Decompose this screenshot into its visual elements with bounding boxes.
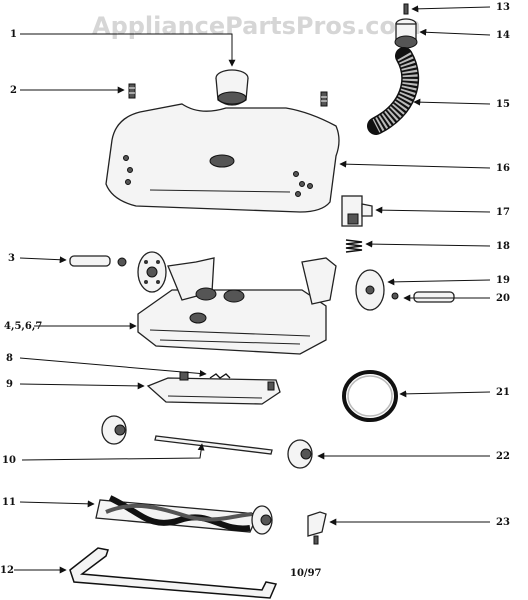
callout-11: 11	[2, 497, 16, 508]
part-2-screw	[128, 83, 136, 99]
callout-3: 3	[8, 253, 15, 264]
part-11-brushroll	[95, 495, 273, 535]
part-19-wheel	[355, 269, 385, 311]
part-23-bracket	[307, 511, 327, 545]
callout-12: 12	[0, 565, 14, 576]
part-22-wheel-right	[287, 439, 313, 469]
part-3-pin	[69, 255, 111, 267]
part-16-hood	[105, 103, 340, 213]
callout-4-7: 4,5,6,7	[4, 321, 42, 332]
watermark-text: AppliancePartsPros.com	[92, 12, 421, 40]
callout-9: 9	[6, 379, 13, 390]
callout-20: 20	[496, 293, 510, 304]
part-14-coupling	[394, 18, 418, 49]
part-clip-left	[117, 257, 127, 267]
part-21-belt	[342, 370, 398, 422]
date-code: 10/97	[290, 568, 322, 579]
part-15-hose	[367, 47, 420, 135]
callout-14: 14	[496, 30, 510, 41]
callout-18: 18	[496, 241, 510, 252]
callout-16: 16	[496, 163, 510, 174]
part-8-spring	[209, 373, 231, 379]
part-18-spring	[345, 239, 363, 253]
callout-labels: 1 2 3 4,5,6,7 8 9 10 11 12 13 14 15 16 1…	[0, 2, 510, 576]
callout-8: 8	[6, 353, 13, 364]
part-17-valve	[341, 195, 373, 227]
part-9-plate	[146, 371, 281, 405]
callout-22: 22	[496, 451, 510, 462]
leader-lines	[14, 5, 491, 574]
callout-10: 10	[2, 455, 16, 466]
callout-19: 19	[496, 275, 510, 286]
part-hood-screw	[320, 91, 328, 107]
callout-17: 17	[496, 207, 510, 218]
callout-21: 21	[496, 387, 510, 398]
part-1-hose-connector	[215, 69, 249, 106]
part-22-wheel-left	[101, 415, 127, 445]
part-10-rod	[154, 435, 273, 455]
callout-13: 13	[496, 2, 510, 13]
part-20-pin	[391, 291, 455, 303]
callout-23: 23	[496, 517, 510, 528]
part-wheel-left	[137, 251, 167, 293]
part-13-screw	[403, 3, 409, 15]
part-4-7-base	[137, 257, 337, 355]
callout-15: 15	[496, 99, 510, 110]
callout-1: 1	[10, 29, 17, 40]
callout-2: 2	[10, 85, 17, 96]
part-12-bumper	[69, 547, 278, 599]
